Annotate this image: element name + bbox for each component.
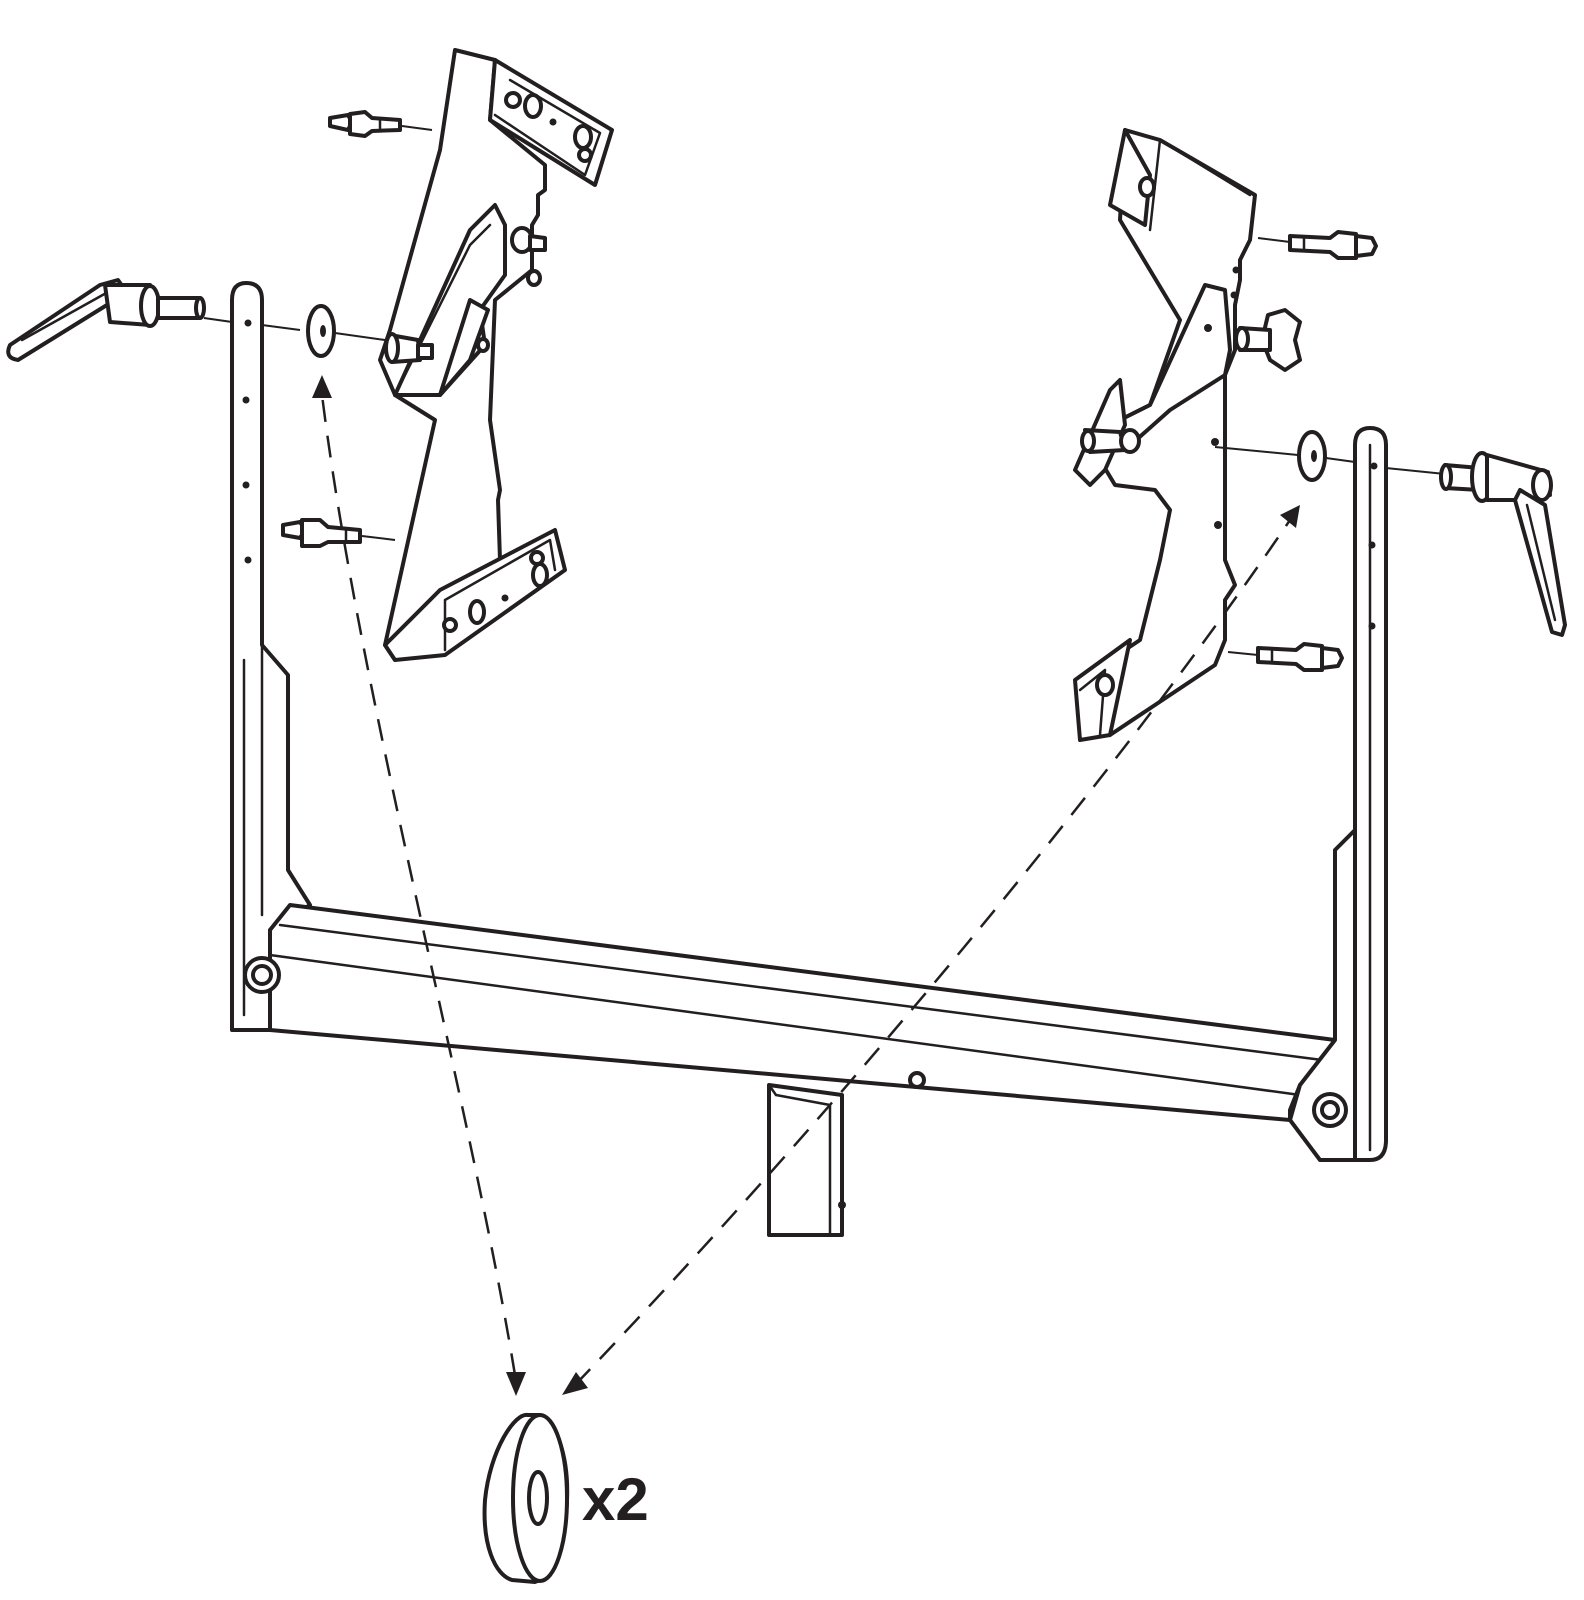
handle-pin-right [1439, 451, 1567, 637]
pivot-boss-left [243, 956, 281, 994]
bracket-left [378, 48, 614, 662]
washer-left [306, 304, 336, 358]
washer-right [1297, 430, 1327, 482]
pin-left-lower [281, 518, 362, 548]
u-frame [230, 281, 1388, 1162]
dashed-arrow-left [312, 375, 526, 1396]
quantity-label: x2 [582, 1466, 649, 1533]
bracket-right [1073, 128, 1302, 742]
pivot-boss-right [1312, 1092, 1348, 1128]
pin-right-upper [1288, 230, 1378, 260]
pole-mount-tube [767, 1083, 846, 1237]
star-knob [1234, 308, 1302, 372]
dashed-arrow-right [562, 505, 1300, 1395]
handle-pin-left [6, 278, 206, 362]
large-washer [482, 1412, 570, 1584]
frame-left-upright [230, 281, 312, 1032]
pin-right-lower [1256, 642, 1344, 672]
pin-left-upper [328, 110, 402, 138]
